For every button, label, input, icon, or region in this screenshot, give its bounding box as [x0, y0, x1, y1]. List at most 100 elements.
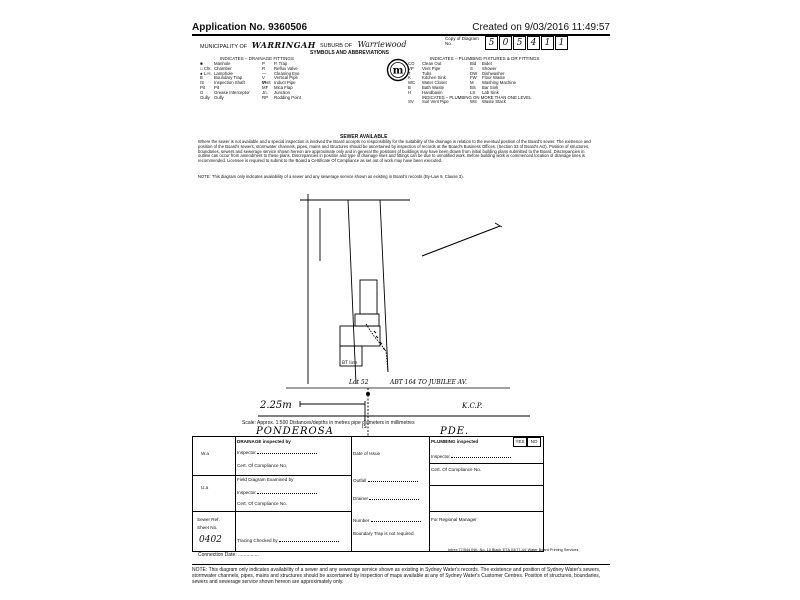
- legend-cell: B: [200, 75, 203, 81]
- sewer-ref-label: Sewer Ref.: [197, 517, 220, 522]
- boundary-trap-note: Boundary Trap is not required: [353, 531, 414, 536]
- legend-cell: ■: [200, 61, 203, 66]
- road-name-right: PDE.: [439, 426, 469, 437]
- tracing-checked-field[interactable]: Tracing Checked by: [237, 537, 339, 543]
- plumbing-inspected-label: PLUMBING inspected: [431, 439, 479, 444]
- legend-cell: Waste Stack: [482, 99, 506, 105]
- legend-cell: T: [408, 70, 411, 76]
- symbols-title: SYMBOLS AND ABBREVIATIONS: [310, 50, 389, 56]
- legend-cell: Jn.: [262, 89, 268, 95]
- legend-cell: Pit: [200, 84, 206, 90]
- legend-row: H Handbasin LS Lab Sink: [408, 89, 638, 96]
- application-number: Application No. 9360506: [192, 22, 308, 33]
- ref-digit: 1: [541, 36, 554, 50]
- diagram-number-boxes: 5 0 5 4 1 1: [485, 36, 569, 50]
- legend-cell: H: [408, 89, 412, 95]
- suburb-line: SUBURB OF Warriewood: [320, 40, 407, 49]
- legend-cell: Reflux Valve: [274, 65, 298, 71]
- yes-box[interactable]: YES: [513, 437, 527, 447]
- legend-cell: SV: [408, 99, 414, 105]
- no-box[interactable]: NO: [527, 437, 541, 447]
- sewer-diagram-document: MUNICIPALITY OF WARRINGAH SUBURB OF Warr…: [190, 36, 610, 594]
- header-rule: [192, 34, 610, 36]
- neighbour-boundary-line: [421, 225, 501, 257]
- page-header: Application No. 9360506 Created on 9/03/…: [0, 0, 800, 33]
- legend-cell: RP: [262, 94, 268, 100]
- legend-cell: S: [470, 65, 473, 71]
- outfall-field[interactable]: Outfall: [353, 477, 418, 483]
- date-of-issue-label: Date of Issue: [353, 451, 381, 456]
- legend-cell: Grease Interceptor: [214, 89, 250, 95]
- legend-cell: Shower: [482, 65, 497, 71]
- legend-cell: IP: [262, 80, 267, 86]
- site-plan-diagram: BT line Lot 52 ABT 164 TO JUBILEE AV. 2.…: [255, 194, 530, 437]
- plumbing-legend-title: INDICATES – PLUMBING FIXTURES & DR FITTI…: [430, 56, 540, 61]
- yes-no-boxes[interactable]: YES NO: [513, 437, 541, 447]
- boundary-line: [347, 199, 357, 385]
- measure-label: 2.25m: [259, 400, 292, 411]
- legend-row: ● L.H.Lamphole—Cleaning Eye: [200, 70, 318, 77]
- legend-cell: Lab Sink: [482, 89, 499, 95]
- legend-cell: LS: [470, 89, 476, 95]
- number-field[interactable]: Number: [353, 517, 421, 523]
- ref-digit: 0: [499, 36, 512, 50]
- neighbour-boundary-line: [494, 222, 503, 228]
- building-outline: [359, 279, 378, 315]
- field-diagram-inspector-field[interactable]: Inspector: [237, 489, 318, 495]
- legend-cell: Bid: [470, 61, 477, 66]
- legend-cell: Water Closet: [422, 80, 447, 86]
- legend-cell: CO: [408, 61, 415, 66]
- regional-manager-label: For Regional Manager: [431, 517, 477, 522]
- fitting-marks: [373, 330, 386, 351]
- legend-cell: Mica Flap: [274, 84, 293, 90]
- municipality-line: MUNICIPALITY OF WARRINGAH: [200, 40, 316, 50]
- legend-cell: WC: [408, 80, 416, 86]
- legend-cell: Handbasin: [422, 89, 443, 95]
- building-label: BT line: [342, 360, 358, 366]
- legend-cell: Clean Out: [422, 61, 442, 66]
- legend-cell: DW: [470, 70, 478, 76]
- road-name-left: PONDEROSA: [255, 426, 334, 437]
- wa-label: W.a: [201, 451, 209, 456]
- ref-digit: 5: [513, 36, 526, 50]
- svg-text:m: m: [393, 66, 404, 77]
- legend-cell: INDICATES – PLUMBING ON MORE THAN ONE LE…: [422, 94, 532, 100]
- legend-cell: FW: [470, 75, 477, 81]
- legend-cell: Lamphole: [214, 70, 233, 76]
- notice-paragraph: Where the sewer is not available and a s…: [198, 139, 591, 164]
- drain-line: [365, 323, 389, 373]
- legend-row: INDICATES – PLUMBING ON MORE THAN ONE LE…: [408, 94, 638, 101]
- legend-cell: BS: [470, 84, 476, 90]
- sewer-mark: IS: [362, 424, 367, 430]
- legend-cell: ● L.H.: [200, 70, 212, 76]
- printer-note: Intrex 77/544 INK. No. 10 Black 'ETA 03/…: [448, 548, 579, 552]
- legend-cell: Bar Sink: [482, 84, 499, 90]
- notice-note: NOTE: This diagram only indicates availa…: [198, 174, 464, 179]
- drainer-field[interactable]: Drainer: [353, 495, 420, 501]
- ref-digit: 4: [527, 36, 540, 50]
- legend-cell: Tubs: [422, 70, 432, 76]
- legend-cell: Dishwasher: [482, 70, 505, 76]
- legend-cell: Cleaning Eye: [274, 70, 300, 76]
- legend-cell: Gully: [214, 94, 224, 100]
- legend-cell: Soil Vent Pipe: [422, 99, 449, 105]
- building-outline: [354, 313, 380, 327]
- scale-note: Scale: Approx. 1:500 Distances/depths in…: [242, 420, 415, 426]
- inspector-field[interactable]: Inspector: [237, 449, 318, 455]
- legend-cell: Rodding Point: [274, 94, 301, 100]
- legend-cell: [594, 96, 638, 101]
- legend-cell: VP: [408, 65, 414, 71]
- created-timestamp: Created on 9/03/2016 11:49:57: [472, 22, 610, 33]
- plumbing-inspector-field[interactable]: Inspector: [431, 453, 512, 459]
- legend-cell: G: [200, 89, 204, 95]
